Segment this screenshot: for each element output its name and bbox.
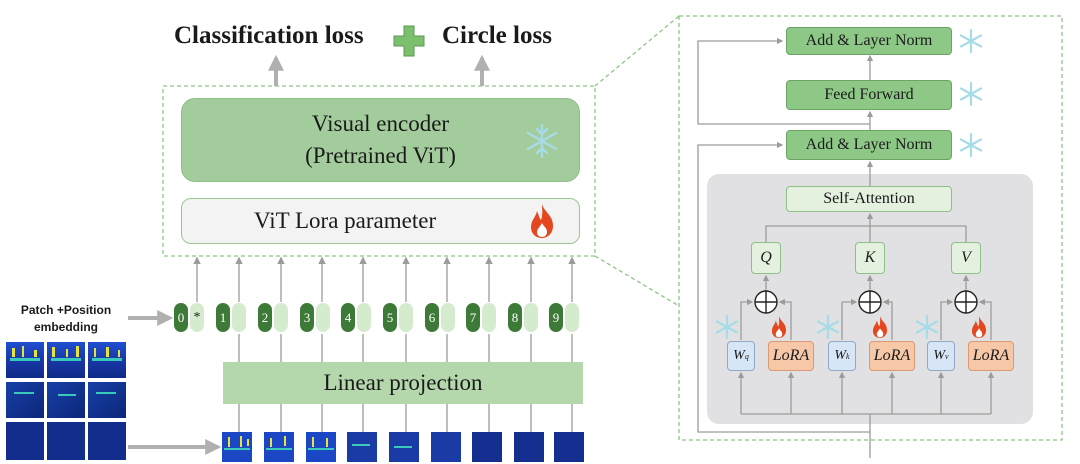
plus-icon: [393, 25, 425, 57]
feed-forward-block: Feed Forward: [786, 80, 952, 110]
snowflake-icon: [816, 314, 840, 340]
lora-k-block: LoRA: [869, 341, 915, 371]
visual-encoder-block: Visual encoder (Pretrained ViT): [181, 98, 580, 182]
token-8-pos: [524, 303, 538, 332]
query-block: Q: [751, 242, 781, 274]
token-8: 8: [508, 303, 522, 332]
patch-tiles: [222, 432, 584, 462]
spectrogram-image: [6, 342, 126, 460]
projection-label: Linear projection: [323, 370, 483, 395]
transformer-outline: [678, 15, 1063, 441]
lora-v-block: LoRA: [968, 341, 1014, 371]
token-2: 2: [258, 303, 272, 332]
token-1-pos: [232, 303, 246, 332]
zoom-line-top: [594, 15, 680, 87]
key-block: K: [855, 242, 885, 274]
classification-loss-label: Classification loss: [174, 22, 364, 49]
token-1: 1: [216, 303, 230, 332]
zoom-line-bottom: [594, 255, 680, 307]
token-2-pos: [274, 303, 288, 332]
input-label: Patch +Position embedding: [20, 303, 112, 334]
fire-icon: [971, 316, 987, 338]
lora-q-block: LoRA: [768, 341, 814, 371]
fire-icon: [531, 204, 553, 238]
token-0: 0: [174, 303, 188, 332]
encoder-subtitle: (Pretrained ViT): [305, 143, 456, 168]
token-7: 7: [466, 303, 480, 332]
add-layer-norm-top: Add & Layer Norm: [786, 27, 952, 55]
circle-loss-label: Circle loss: [442, 22, 552, 49]
token-9-pos: [565, 303, 579, 332]
fire-icon: [771, 316, 787, 338]
token-6-pos: [441, 303, 455, 332]
token-6: 6: [425, 303, 439, 332]
linear-projection-block: Linear projection: [223, 362, 583, 404]
snowflake-icon: [959, 81, 983, 107]
token-5: 5: [383, 303, 397, 332]
self-attention-block: Self-Attention: [786, 186, 952, 212]
token-9: 9: [549, 303, 563, 332]
snowflake-icon: [959, 132, 983, 158]
add-layer-norm-mid: Add & Layer Norm: [786, 130, 952, 160]
value-block: V: [951, 242, 981, 274]
fire-icon: [872, 316, 888, 338]
token-5-pos: [399, 303, 413, 332]
token-7-pos: [482, 303, 496, 332]
snowflake-icon: [715, 314, 739, 340]
token-3-pos: [316, 303, 330, 332]
snowflake-icon: [959, 28, 983, 54]
lora-param-label: ViT Lora parameter: [254, 208, 437, 233]
cls-marker: *: [190, 303, 204, 332]
token-4-pos: [357, 303, 371, 332]
add-operators: [754, 290, 978, 314]
vit-lora-parameter-block: ViT Lora parameter: [181, 198, 580, 244]
token-3: 3: [300, 303, 314, 332]
token-4: 4: [341, 303, 355, 332]
snowflake-icon: [526, 123, 558, 159]
snowflake-icon: [915, 314, 939, 340]
encoder-title: Visual encoder: [311, 111, 450, 136]
